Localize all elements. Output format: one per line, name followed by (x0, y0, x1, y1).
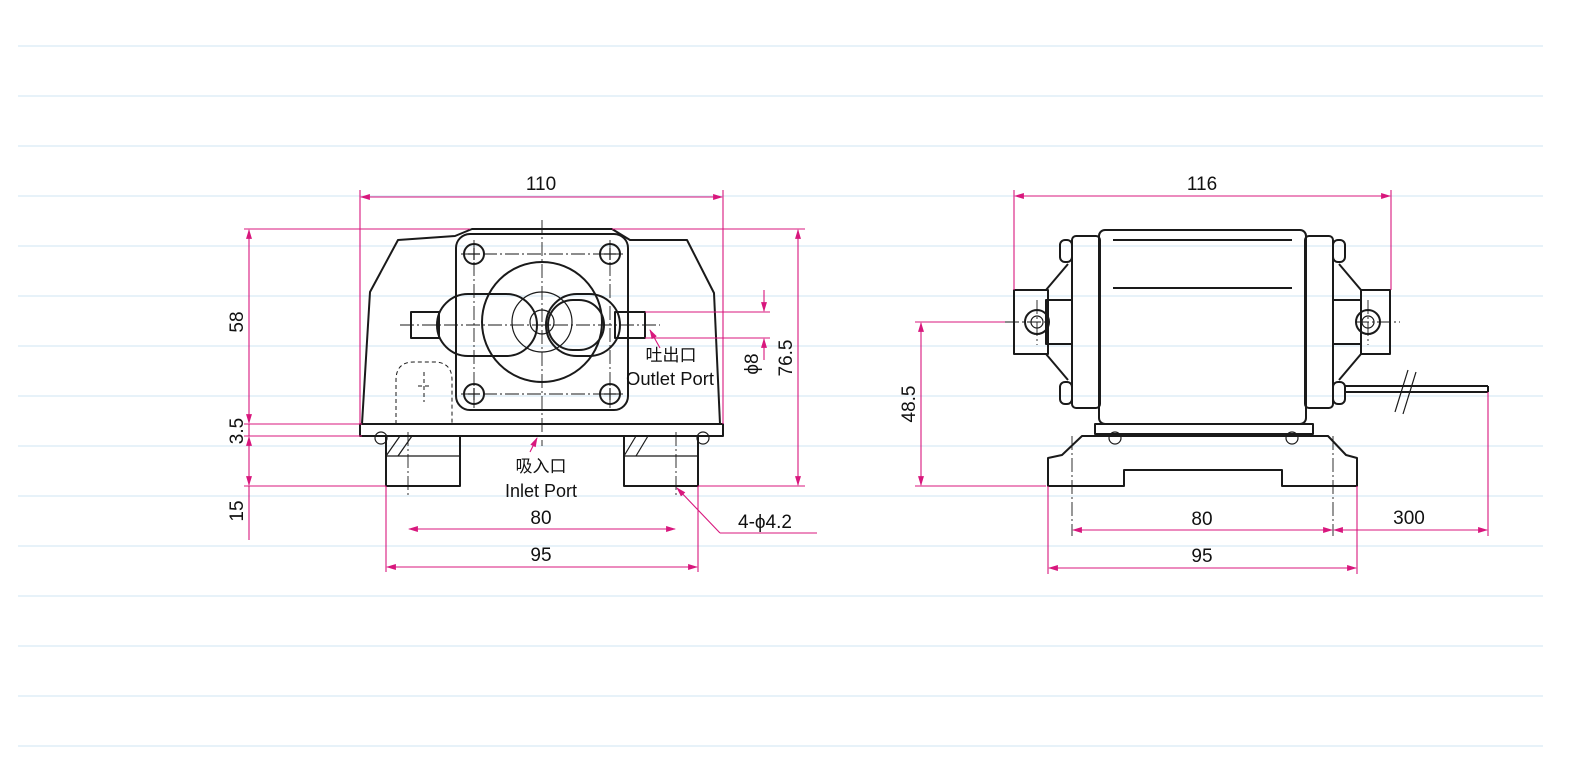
dim-15: 15 (227, 500, 248, 521)
front-housing (361, 228, 721, 425)
dim-95-side: 95 (1191, 546, 1212, 567)
dim-80-front: 80 (530, 508, 551, 529)
front-view (359, 220, 724, 498)
dim-58: 58 (227, 311, 248, 332)
dim-95-front: 95 (530, 545, 551, 566)
front-dimensions: 110 58 3.5 15 76.5 ϕ8 80 95 4-ϕ4.2 吐出口 O… (227, 174, 817, 572)
dim-48-5: 48.5 (899, 386, 920, 423)
dim-holes: 4-ϕ4.2 (738, 512, 792, 533)
outlet-label-en: Outlet Port (626, 369, 714, 389)
end-cap-left (1071, 235, 1101, 409)
dim-76-5: 76.5 (776, 340, 797, 377)
end-cap-right (1304, 235, 1334, 409)
side-stand (1047, 435, 1358, 487)
dim-80-side: 80 (1191, 509, 1212, 530)
inlet-label-en: Inlet Port (505, 481, 577, 501)
dim-110: 110 (526, 174, 556, 195)
side-base-plate (1094, 423, 1314, 435)
front-base-plate (359, 423, 724, 437)
side-view (1005, 229, 1489, 536)
front-foot-left (385, 435, 461, 487)
inlet-label-jp: 吸入口 (516, 457, 567, 477)
dim-116: 116 (1187, 174, 1217, 195)
dim-300: 300 (1393, 508, 1425, 529)
front-foot-right (623, 435, 699, 487)
dim-3-5: 3.5 (227, 418, 248, 444)
motor-body (1098, 229, 1307, 425)
side-dimensions: 116 48.5 80 300 95 (899, 174, 1489, 574)
dim-phi8: ϕ8 (742, 353, 763, 374)
outlet-label-jp: 吐出口 (646, 346, 697, 366)
ruled-lines (18, 45, 1543, 747)
